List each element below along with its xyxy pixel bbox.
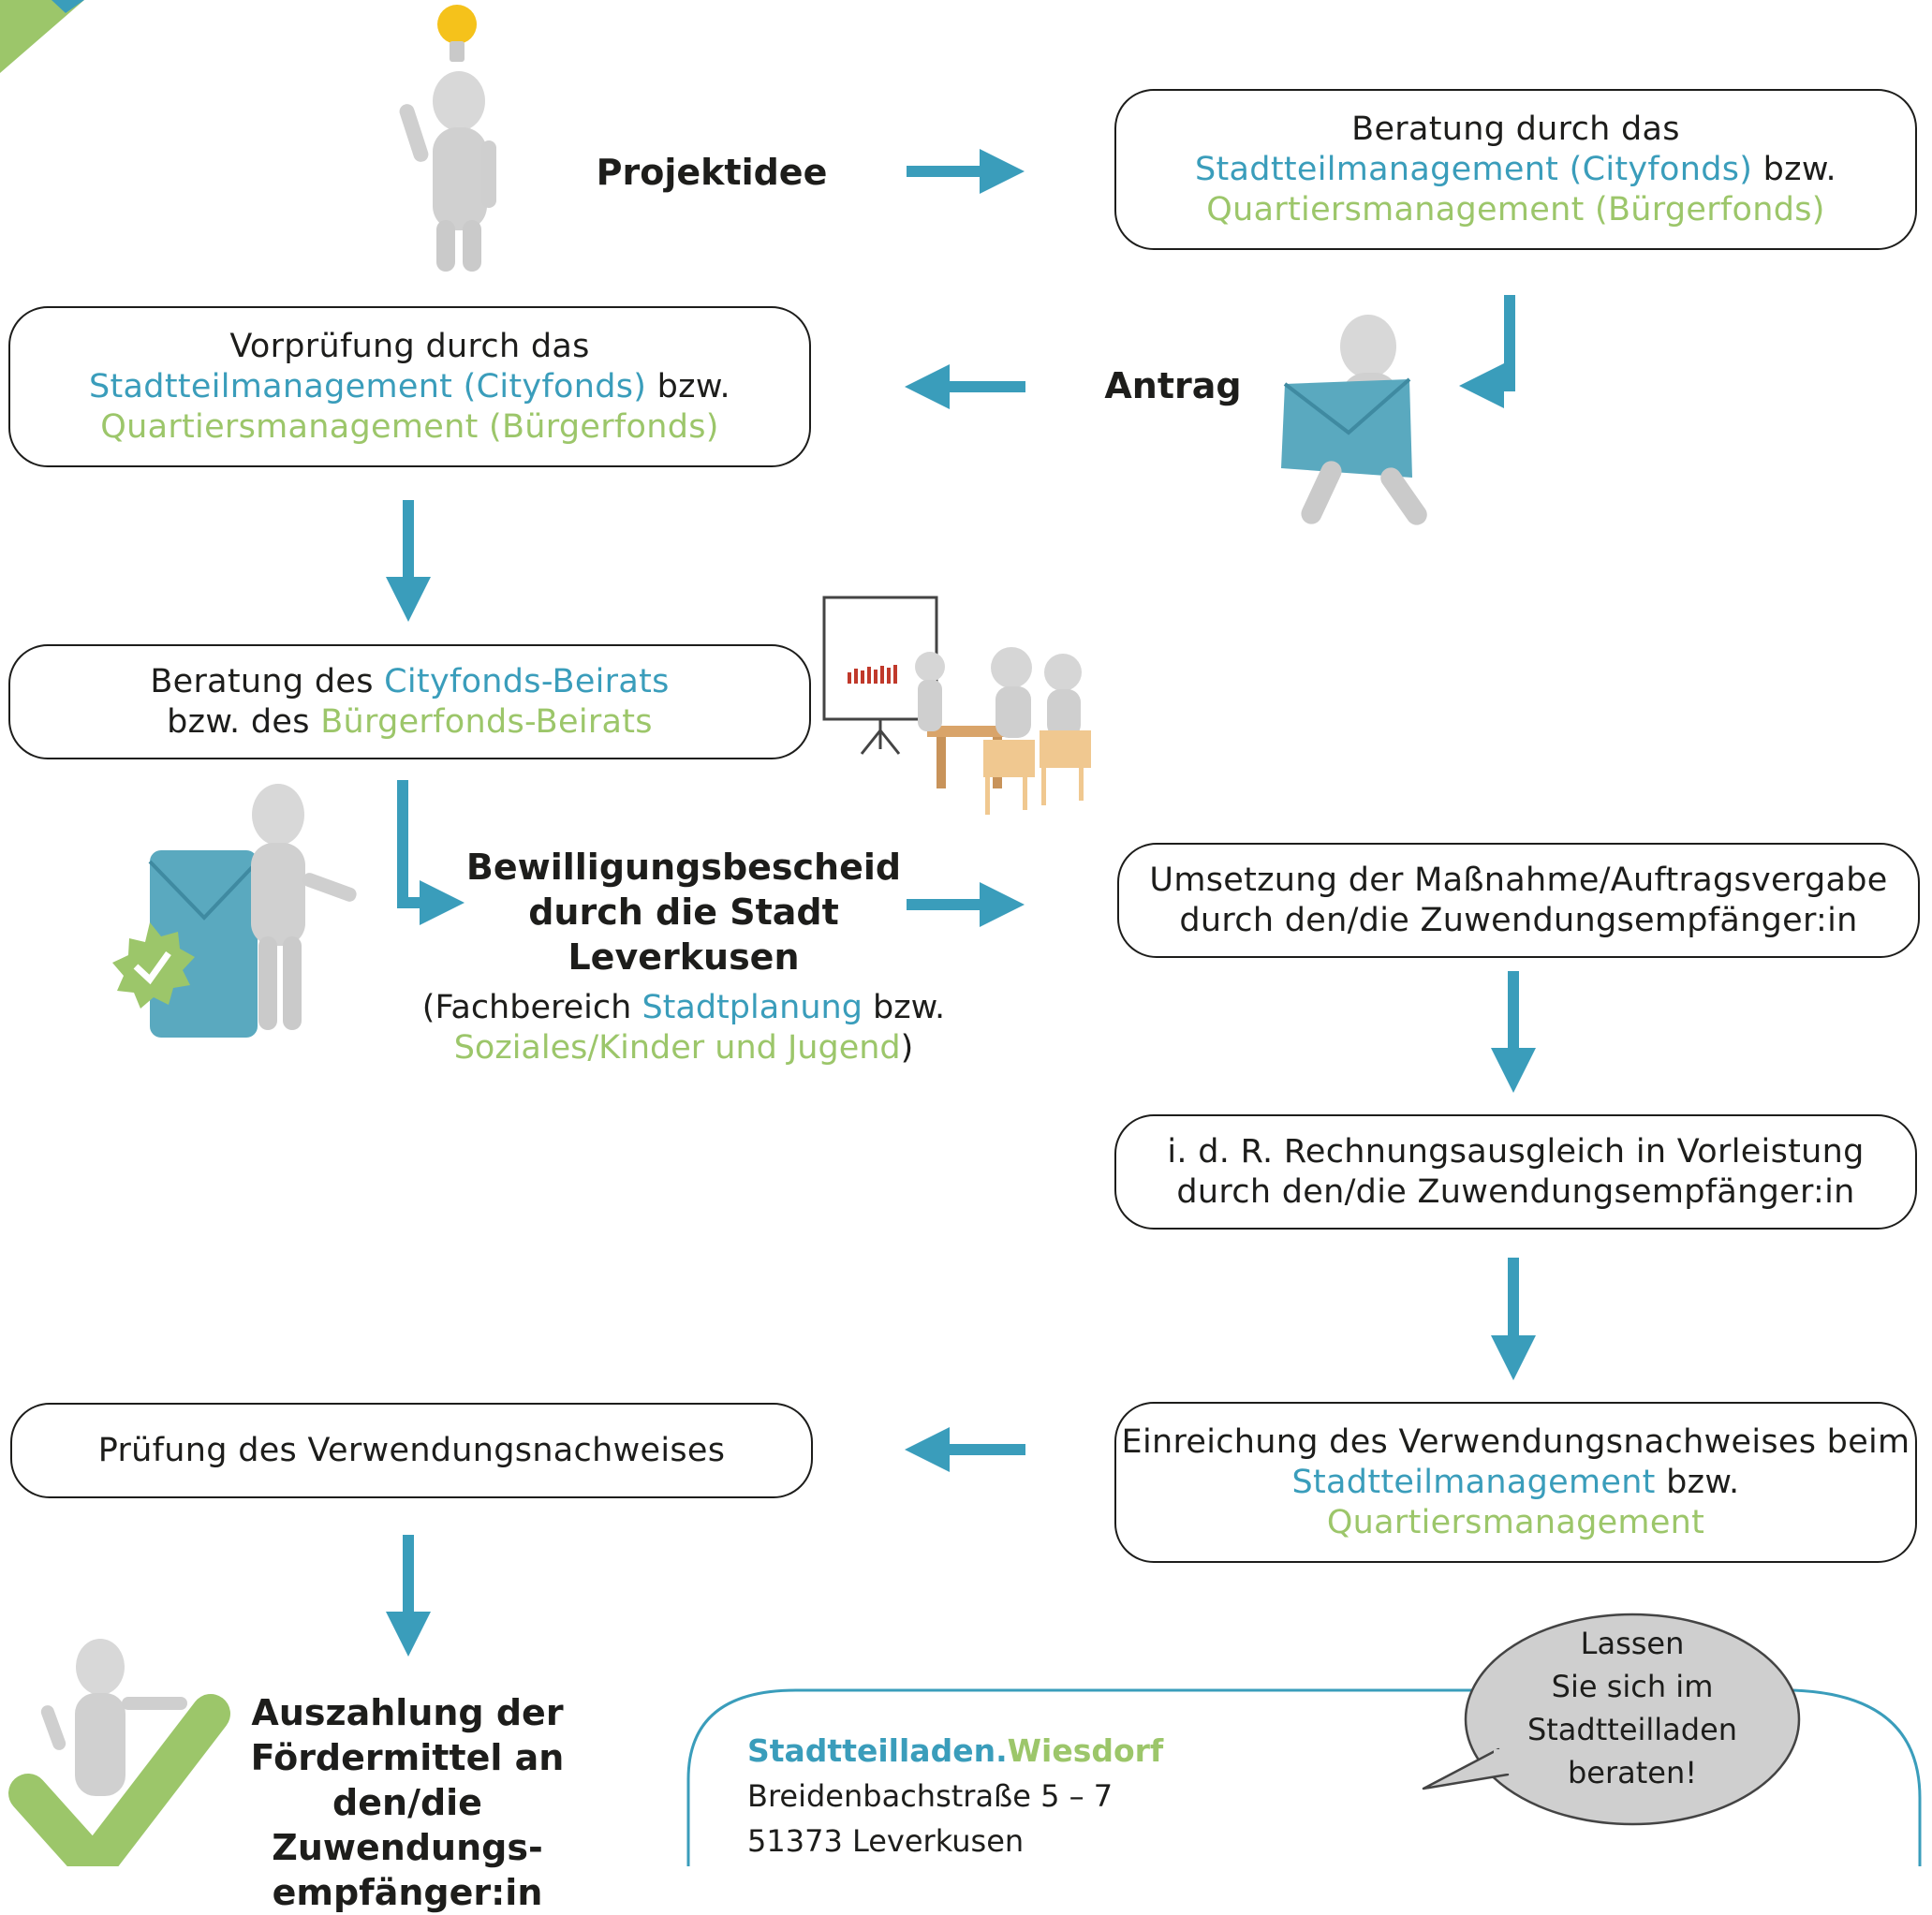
contact-street: Breidenbachstraße 5 – 7: [747, 1778, 1113, 1814]
bewilligung-line1: Bewilligungsbescheid: [465, 847, 902, 888]
beratung-blue-text: Stadtteilmanagement (Cityfonds): [1195, 150, 1753, 188]
bewilligung-line2: durch die Stadt: [528, 891, 839, 933]
umsetzung-line2: durch den/die Zuwendungsempfänger:in: [1179, 901, 1858, 939]
beratung-box: Beratung durch das Stadtteilmanagement (…: [1114, 89, 1917, 250]
umsetzung-line1: Umsetzung der Maßnahme/Auftragsvergabe: [1149, 861, 1888, 899]
vorpruefung-box: Vorprüfung durch das Stadtteilmanagement…: [8, 306, 811, 467]
bewilligung-sub-close: ): [900, 1029, 914, 1067]
umsetzung-box: Umsetzung der Maßnahme/Auftragsvergabe d…: [1117, 843, 1920, 958]
contact-block: Stadtteilladen.Wiesdorf Breidenbachstraß…: [747, 1729, 1309, 1863]
contact-name-blue: Stadtteilladen.: [747, 1732, 1008, 1769]
einreichung-blue-text: Stadtteilmanagement: [1291, 1463, 1656, 1501]
beirat-green-text: Bürgerfonds-Beirats: [320, 702, 653, 741]
antrag-label: Antrag: [1104, 365, 1242, 406]
rechnung-box: i. d. R. Rechnungsausgleich in Vorleistu…: [1114, 1114, 1917, 1230]
bewilligung-sub-green: Soziales/Kinder und Jugend: [453, 1029, 901, 1067]
auszahlung-label: Auszahlung der Fördermittel an den/die Z…: [201, 1690, 613, 1915]
pruefung-text: Prüfung des Verwendungsnachweises: [97, 1431, 726, 1469]
bubble-line4: beraten!: [1567, 1755, 1698, 1790]
beratung-bzw: bzw.: [1752, 150, 1836, 188]
arrow-down-left-1: [1459, 295, 1515, 408]
auszahlung-line3: den/die Zuwendungs-: [272, 1782, 543, 1868]
pruefung-box: Prüfung des Verwendungsnachweises: [10, 1403, 813, 1498]
projektidee-label: Projektidee: [596, 152, 828, 193]
bewilligung-sub-pre: (Fachbereich: [421, 989, 642, 1026]
beirat-blue-text: Cityfonds-Beirats: [384, 662, 670, 700]
beratung-line1: Beratung durch das: [1351, 110, 1680, 148]
bewilligung-line3: Leverkusen: [568, 936, 800, 978]
speech-bubble-text: Lassen Sie sich im Stadtteilladen berate…: [1492, 1622, 1773, 1794]
rechnung-line1: i. d. R. Rechnungsausgleich in Vorleistu…: [1167, 1132, 1865, 1171]
auszahlung-line2: Fördermittel an: [250, 1737, 565, 1778]
bewilligung-sub-bzw: bzw.: [862, 989, 946, 1026]
einreichung-bzw: bzw.: [1655, 1463, 1740, 1501]
vorpruefung-bzw: bzw.: [646, 367, 730, 405]
vorpruefung-line1: Vorprüfung durch das: [229, 327, 590, 365]
flow-arrows: [386, 149, 1536, 1657]
arrow-down-right-1: [397, 780, 465, 925]
einreichung-line1: Einreichung des Verwendungsnachweises be…: [1121, 1422, 1910, 1461]
einreichung-green-text: Quartiersmanagement: [1326, 1503, 1705, 1541]
beirat-pre1: Beratung des: [150, 662, 385, 700]
bewilligung-label: Bewilligungsbescheid durch die Stadt Lev…: [450, 845, 918, 980]
bewilligung-sub: (Fachbereich Stadtplanung bzw. Soziales/…: [393, 988, 974, 1068]
vorpruefung-blue-text: Stadtteilmanagement (Cityfonds): [89, 367, 647, 405]
contact-name-green: Wiesdorf: [1007, 1732, 1164, 1769]
contact-city: 51373 Leverkusen: [747, 1823, 1025, 1859]
rechnung-line2: durch den/die Zuwendungsempfänger:in: [1176, 1172, 1855, 1211]
bubble-line3: Stadtteilladen: [1526, 1712, 1738, 1747]
auszahlung-line4: empfänger:in: [272, 1872, 543, 1913]
bubble-line2: Sie sich im: [1551, 1669, 1714, 1704]
beratung-green-text: Quartiersmanagement (Bürgerfonds): [1206, 190, 1825, 228]
bewilligung-sub-blue: Stadtplanung: [642, 989, 863, 1026]
beirat-pre2: bzw. des: [167, 702, 321, 741]
auszahlung-line1: Auszahlung der: [251, 1692, 564, 1733]
beirat-box: Beratung des Cityfonds-Beirats bzw. des …: [8, 644, 811, 759]
corner-triangle-icon: [0, 0, 84, 73]
bubble-line1: Lassen: [1580, 1626, 1685, 1661]
einreichung-box: Einreichung des Verwendungsnachweises be…: [1114, 1402, 1917, 1563]
vorpruefung-green-text: Quartiersmanagement (Bürgerfonds): [100, 407, 719, 446]
